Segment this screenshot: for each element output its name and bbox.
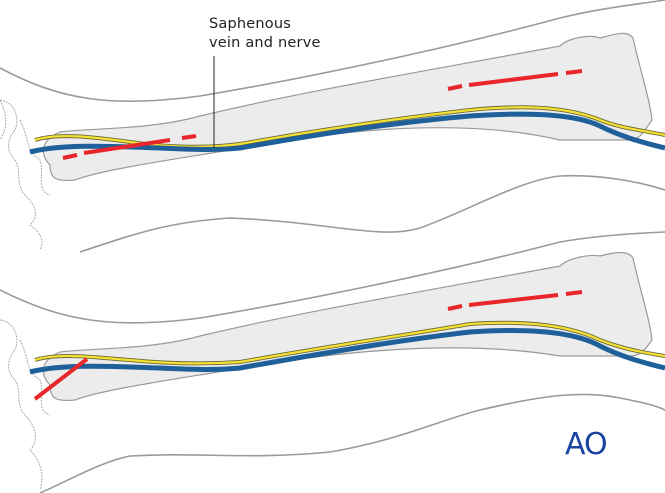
ao-logo: AO — [565, 427, 608, 462]
annotation-line2: vein and nerve — [209, 35, 321, 51]
bottom-panel — [0, 231, 665, 493]
annotation-line1: Saphenous — [209, 16, 292, 32]
saphenous-annotation: Saphenous vein and nerve — [209, 15, 321, 53]
top-panel — [0, 0, 665, 253]
